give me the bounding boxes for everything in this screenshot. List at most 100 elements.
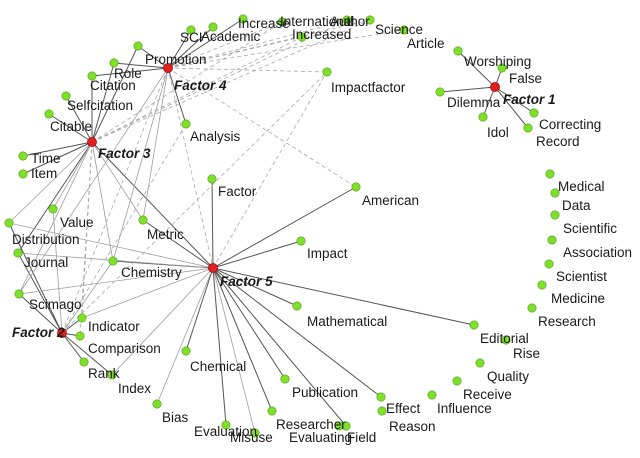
node-citation xyxy=(87,71,97,81)
node-rank xyxy=(79,357,89,367)
node-impact xyxy=(296,236,306,246)
edge-f5-misuse xyxy=(212,267,256,434)
label-role: Role xyxy=(114,66,142,81)
node-role xyxy=(109,58,119,68)
label-false: False xyxy=(509,71,542,86)
label-scimago: Scimago xyxy=(29,297,82,312)
node-increased xyxy=(297,32,307,42)
label-increased: Increased xyxy=(292,27,351,42)
label-receive: Receive xyxy=(463,387,512,402)
edge-f3-citable xyxy=(48,113,93,143)
edge-f1-correcting xyxy=(494,86,535,114)
node-comparison xyxy=(75,331,85,341)
node-impactfactor xyxy=(322,67,332,77)
edge-f3-value xyxy=(52,141,93,210)
label-chemistry: Chemistry xyxy=(121,265,182,280)
label-idol: Idol xyxy=(487,125,509,140)
node-scimago xyxy=(14,289,24,299)
edge-f1-record xyxy=(494,86,529,129)
edge-f3-scimago xyxy=(18,141,93,295)
edge-f2-journal xyxy=(17,252,63,334)
factor-node-4 xyxy=(163,63,173,73)
label-citation: Citation xyxy=(90,78,136,93)
node-worshiping xyxy=(453,46,463,56)
factor-node-5 xyxy=(208,263,218,273)
edge-f2-index xyxy=(61,332,113,376)
node-item xyxy=(18,169,28,179)
node-reason xyxy=(377,406,387,416)
edge-f3-chemistry xyxy=(91,141,114,262)
factor-label-5: Factor 5 xyxy=(220,274,273,289)
node-american xyxy=(351,182,361,192)
edge-f5-editorial xyxy=(212,267,475,326)
node-sci xyxy=(186,25,196,35)
node-field xyxy=(341,421,351,431)
edge-f5-impactfactor xyxy=(212,71,328,269)
label-scientist: Scientist xyxy=(556,269,607,284)
label-evaluating: Evaluating xyxy=(289,430,352,445)
node-effect xyxy=(376,392,386,402)
edge-f5-distribution xyxy=(8,222,214,269)
node-evaluation xyxy=(221,420,231,430)
node-medicine xyxy=(537,280,547,290)
label-academic: Academic xyxy=(201,29,261,44)
label-worshiping: Worshiping xyxy=(464,54,531,69)
node-international xyxy=(277,17,287,27)
label-science: Science xyxy=(375,22,423,37)
edge-f5-bias xyxy=(156,267,214,405)
edge-f4-academic xyxy=(167,26,214,69)
edge-f4-scimago xyxy=(18,67,169,295)
node-researcher xyxy=(267,406,277,416)
edge-f2-distribution xyxy=(8,222,63,334)
node-citable xyxy=(44,109,54,119)
label-chemical: Chemical xyxy=(190,359,246,374)
factor-label-3: Factor 3 xyxy=(98,146,151,161)
label-index: Index xyxy=(118,381,151,396)
label-impact: Impact xyxy=(307,246,348,261)
edge-f4-analysis xyxy=(167,67,187,125)
edge-f3-comparison xyxy=(79,141,93,337)
label-researcher: Researcher xyxy=(276,417,346,432)
label-evaluation: Evaluation xyxy=(194,424,257,439)
node-time xyxy=(18,151,28,161)
node-false xyxy=(497,63,507,73)
edge-f3-journal xyxy=(17,141,93,254)
edge-f4-f5 xyxy=(167,67,214,269)
node-publication xyxy=(280,374,290,384)
edge-f4-author xyxy=(167,19,348,69)
node-increase xyxy=(238,14,248,24)
node-article xyxy=(399,25,409,35)
edge-f5-publication xyxy=(212,267,286,380)
label-sci: SCI xyxy=(180,30,203,45)
label-indicator: Indicator xyxy=(88,319,140,334)
edge-f3-selfcitation xyxy=(65,95,93,143)
factor-node-3 xyxy=(87,137,97,147)
node-chemical xyxy=(181,346,191,356)
edge-f1-idol xyxy=(482,86,496,118)
edge-f5-american xyxy=(212,186,357,269)
edge-f5-indicator xyxy=(81,267,214,319)
edge-f3-role xyxy=(91,62,115,143)
node-correcting xyxy=(529,108,539,118)
node-promotion xyxy=(133,41,143,51)
edge-f3-promotion xyxy=(91,45,139,143)
edge-f4-promotion xyxy=(137,45,169,69)
label-field: Field xyxy=(347,430,376,445)
label-mathematical: Mathematical xyxy=(307,314,387,329)
edge-f2-f4 xyxy=(61,67,169,334)
node-research xyxy=(527,303,537,313)
label-quality: Quality xyxy=(487,369,529,384)
label-metric: Metric xyxy=(147,227,184,242)
edge-f2-analysis xyxy=(61,123,187,334)
edge-f1-worshiping xyxy=(457,50,496,88)
node-analysis xyxy=(181,119,191,129)
edge-f4-role xyxy=(113,62,169,69)
node-bias xyxy=(152,399,162,409)
label-promotion: Promotion xyxy=(145,52,207,67)
label-rise: Rise xyxy=(513,346,540,361)
edge-f5-evaluation xyxy=(212,267,227,426)
factor-label-2: Factor 2 xyxy=(12,325,65,340)
edge-f5-field xyxy=(212,267,347,427)
node-factor xyxy=(207,174,217,184)
label-article: Article xyxy=(407,36,445,51)
